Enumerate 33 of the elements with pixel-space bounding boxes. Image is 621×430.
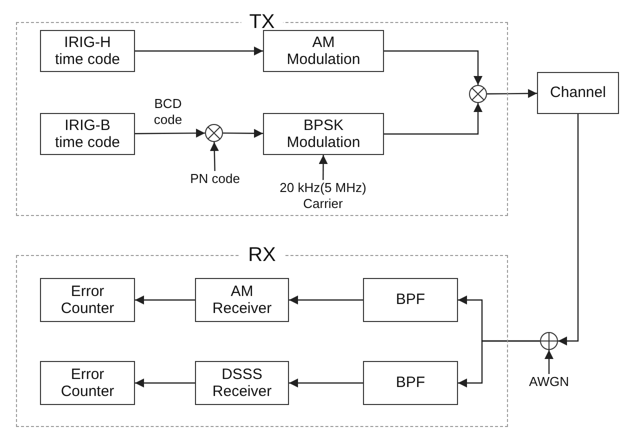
arrow bbox=[558, 114, 579, 346]
process-box: IRIG-B time code bbox=[40, 113, 135, 155]
process-box: AM Modulation bbox=[263, 30, 384, 72]
arrow bbox=[223, 128, 263, 138]
process-box: AM Receiver bbox=[195, 278, 289, 322]
arrow bbox=[384, 103, 482, 135]
arrow bbox=[135, 46, 263, 56]
process-box: IRIG-H time code bbox=[40, 30, 135, 72]
arrow bbox=[487, 89, 537, 98]
arrow bbox=[210, 142, 219, 172]
edge-label: BCD code bbox=[152, 96, 184, 128]
arrow bbox=[135, 296, 195, 304]
arrow bbox=[458, 340, 540, 388]
process-box: BPF bbox=[363, 278, 458, 322]
arrow bbox=[135, 128, 205, 138]
arrow bbox=[289, 378, 363, 388]
arrow bbox=[135, 378, 195, 388]
arrow bbox=[318, 155, 328, 180]
process-box: DSSS Receiver bbox=[195, 361, 289, 405]
arrow bbox=[289, 296, 363, 304]
mixer-symbol bbox=[469, 85, 487, 103]
adder-symbol bbox=[540, 332, 558, 350]
signal-label: AWGN bbox=[526, 374, 572, 390]
process-box: BPSK Modulation bbox=[263, 113, 384, 155]
process-box: Error Counter bbox=[40, 361, 135, 405]
process-box: Error Counter bbox=[40, 278, 135, 322]
mixer-symbol bbox=[205, 124, 223, 142]
arrow bbox=[544, 350, 554, 374]
arrow bbox=[384, 50, 482, 85]
process-box: BPF bbox=[363, 361, 458, 405]
process-box: Channel bbox=[537, 72, 619, 114]
signal-label: 20 kHz(5 MHz) Carrier bbox=[274, 180, 372, 212]
signal-label: PN code bbox=[184, 171, 246, 187]
